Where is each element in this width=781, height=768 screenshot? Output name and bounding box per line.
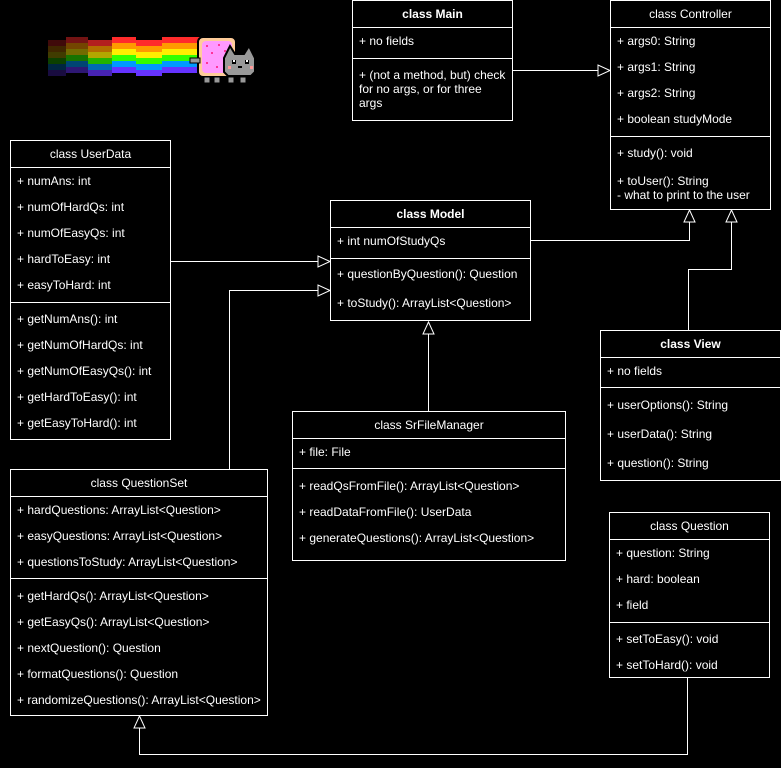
class-srfilemanager-method: + readQsFromFile(): ArrayList<Question> <box>299 479 520 493</box>
view-to-controller-line <box>688 215 732 330</box>
class-questionset-method: + getHardQs(): ArrayList<Question> <box>17 589 209 603</box>
class-question-method: + setToHard(): void <box>616 658 718 672</box>
rainbow-trail <box>48 37 202 76</box>
class-controller-field: + args2: String <box>617 86 696 100</box>
arrowhead-model-userdata <box>317 255 332 268</box>
class-questionset-method: + formatQuestions(): Question <box>17 667 179 681</box>
arrowhead-controller-main <box>597 64 612 77</box>
class-controller-box: class Controller + args0: String + args1… <box>610 0 771 210</box>
class-srfilemanager-method: + readDataFromFile(): UserData <box>299 505 472 519</box>
questionset-to-model-line <box>229 290 324 469</box>
class-view-field: + no fields <box>607 364 663 378</box>
class-question-title: class Question <box>610 513 769 540</box>
class-controller-field: + args1: String <box>617 60 696 74</box>
arrowhead-controller-model <box>683 208 696 223</box>
class-userdata-method: + getNumAns(): int <box>17 312 118 326</box>
class-view-title: class View <box>601 331 780 358</box>
arrowhead-model-questionset <box>317 284 332 297</box>
class-question-field: + field <box>616 598 649 612</box>
class-questionset-method: + getEasyQs(): ArrayList<Question> <box>17 615 210 629</box>
class-controller-method: + study(): void <box>617 146 693 160</box>
class-userdata-method: + getEasyToHard(): int <box>17 416 137 430</box>
class-controller-field: + args0: String <box>617 34 696 48</box>
class-userdata-field: + hardToEasy: int <box>17 252 111 266</box>
class-controller-method: + toUser(): String - what to print to th… <box>617 174 750 202</box>
class-view-divider <box>601 387 780 388</box>
class-model-field: + int numOfStudyQs <box>337 234 446 248</box>
class-question-field: + question: String <box>616 546 710 560</box>
nyan-cat-icon <box>48 36 256 84</box>
class-srfilemanager-divider <box>293 468 565 469</box>
class-question-method: + setToEasy(): void <box>616 632 719 646</box>
class-questionset-field: + hardQuestions: ArrayList<Question> <box>17 503 221 517</box>
arrowhead-questionset-question <box>133 714 146 729</box>
class-view-box: class View + no fields + userOptions(): … <box>600 330 781 481</box>
class-model-method: + questionByQuestion(): Question <box>337 267 518 281</box>
class-question-field: + hard: boolean <box>616 572 700 586</box>
class-userdata-field: + numAns: int <box>17 174 91 188</box>
class-controller-field: + boolean studyMode <box>617 112 733 126</box>
class-userdata-method: + getNumOfHardQs: int <box>17 338 143 352</box>
question-to-questionset-line <box>139 678 688 755</box>
class-main-divider <box>353 58 512 59</box>
class-srfilemanager-box: class SrFileManager + file: File + readQ… <box>292 411 566 561</box>
class-question-box: class Question + question: String + hard… <box>609 512 770 678</box>
class-questionset-method: + nextQuestion(): Question <box>17 641 161 655</box>
class-srfilemanager-field: + file: File <box>299 445 351 459</box>
class-controller-divider <box>611 136 770 137</box>
model-to-controller-line <box>531 215 690 241</box>
class-userdata-field: + easyToHard: int <box>17 278 111 292</box>
class-model-box: class Model + int numOfStudyQs + questio… <box>330 200 531 321</box>
class-main-field: + no fields <box>359 34 415 48</box>
class-userdata-divider <box>11 302 170 303</box>
class-model-method: + toStudy(): ArrayList<Question> <box>337 296 512 310</box>
class-main-box: class Main + no fields + (not a method, … <box>352 0 513 121</box>
class-userdata-box: class UserData + numAns: int + numOfHard… <box>10 140 171 440</box>
class-questionset-divider <box>11 578 267 579</box>
class-questionset-title: class QuestionSet <box>11 470 267 497</box>
class-question-divider <box>610 622 769 623</box>
class-controller-title: class Controller <box>611 1 770 28</box>
class-userdata-field: + numOfHardQs: int <box>17 200 125 214</box>
class-view-method: + userOptions(): String <box>607 398 729 412</box>
arrowhead-controller-view <box>725 208 738 223</box>
class-userdata-title: class UserData <box>11 141 170 168</box>
class-userdata-method: + getHardToEasy(): int <box>17 390 137 404</box>
class-srfilemanager-title: class SrFileManager <box>293 412 565 439</box>
class-main-title: class Main <box>353 1 512 28</box>
class-userdata-field: + numOfEasyQs: int <box>17 226 125 240</box>
class-questionset-field: + easyQuestions: ArrayList<Question> <box>17 529 223 543</box>
class-view-method: + question(): String <box>607 456 709 470</box>
class-srfilemanager-method: + generateQuestions(): ArrayList<Questio… <box>299 531 535 545</box>
class-model-title: class Model <box>331 201 530 228</box>
class-questionset-method: + randomizeQuestions(): ArrayList<Questi… <box>17 693 261 707</box>
class-main-method: + (not a method, but) check for no args,… <box>359 68 506 110</box>
class-questionset-field: + questionsToStudy: ArrayList<Question> <box>17 555 238 569</box>
arrowhead-model-srfilemanager <box>422 320 435 335</box>
class-userdata-method: + getNumOfEasyQs(): int <box>17 364 152 378</box>
poptart-cat <box>189 36 256 84</box>
class-questionset-box: class QuestionSet + hardQuestions: Array… <box>10 469 268 716</box>
class-model-divider <box>331 258 530 259</box>
class-view-method: + userData(): String <box>607 427 713 441</box>
